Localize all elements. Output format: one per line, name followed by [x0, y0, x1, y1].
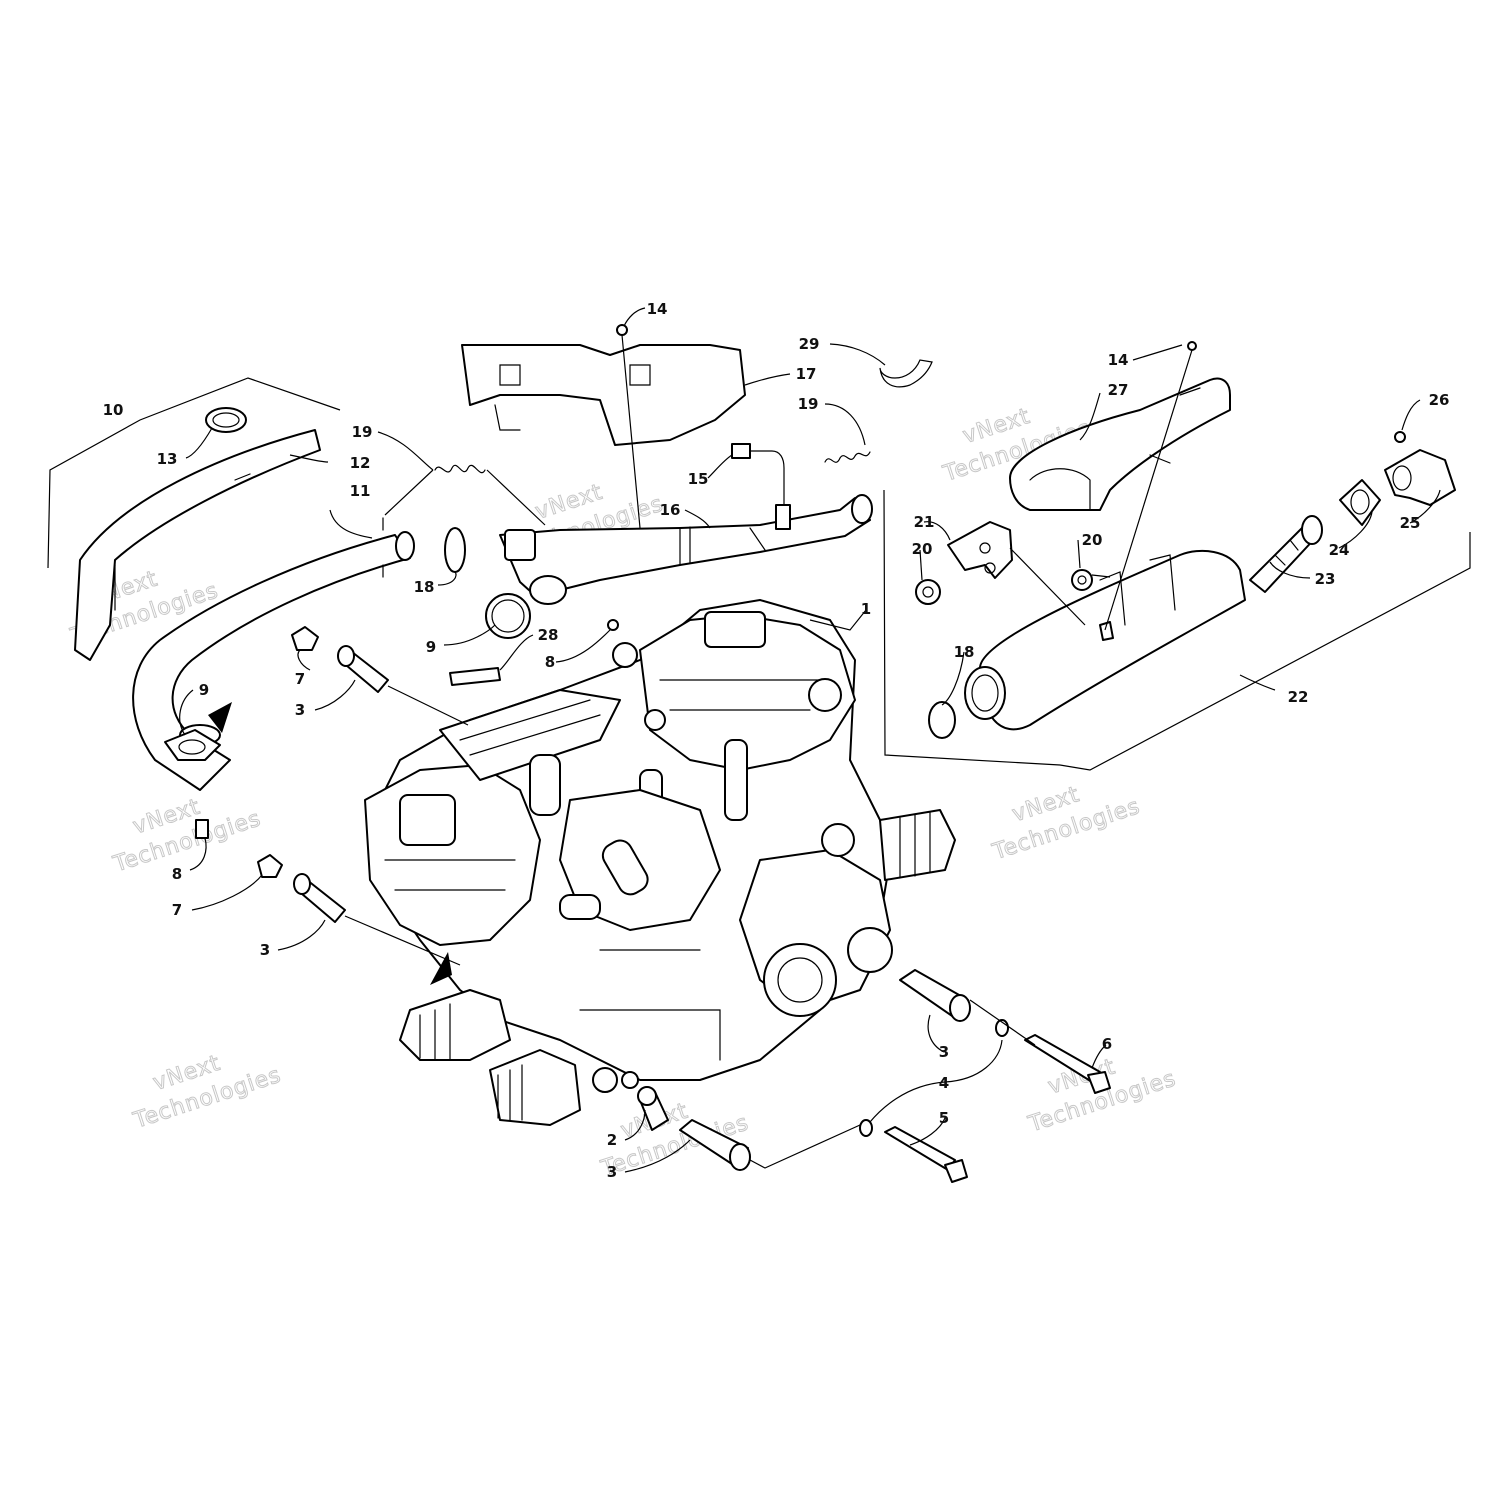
- engine-assembly: [208, 599, 956, 1126]
- retaining-clip: [879, 359, 933, 388]
- washer-bottom: [859, 1119, 873, 1137]
- callout-20-right: 20: [1082, 531, 1103, 549]
- callout-8-upper: 8: [545, 653, 555, 671]
- mount-bolt-5: [884, 1126, 968, 1183]
- callout-11: 11: [350, 482, 371, 500]
- callout-17: 17: [796, 365, 817, 383]
- grommet-left: [915, 579, 941, 605]
- callout-15: 15: [688, 470, 709, 488]
- muffler-bracket: [947, 521, 1013, 579]
- engine-mount-upper: [337, 645, 389, 693]
- callout-12: 12: [350, 454, 371, 472]
- bolt-14-top: [616, 324, 628, 336]
- mount-nut-lower: [257, 854, 283, 878]
- callout-5: 5: [939, 1109, 949, 1127]
- callout-24: 24: [1329, 541, 1350, 559]
- hose-clamp: [205, 407, 247, 433]
- direction-arrow-upper: [208, 702, 232, 733]
- watermark-7: vNext Technologies: [129, 1050, 285, 1134]
- callout-20-left: 20: [912, 540, 933, 558]
- callout-28: 28: [538, 626, 559, 644]
- callout-2: 2: [607, 1131, 617, 1149]
- callout-18-left: 18: [414, 578, 435, 596]
- callout-19-left: 19: [352, 423, 373, 441]
- callout-22: 22: [1288, 688, 1309, 706]
- callout-7-lower: 7: [172, 901, 182, 919]
- bolt-8-upper: [607, 619, 619, 631]
- tailpipe-outlet: [1384, 449, 1456, 506]
- muffler: [964, 549, 1246, 731]
- callout-25: 25: [1400, 514, 1421, 532]
- callout-16: 16: [660, 501, 681, 519]
- watermark-4: vNext Technologies: [109, 794, 265, 878]
- engine-mount-bottom: [679, 1119, 751, 1171]
- callout-3-front: 3: [260, 941, 270, 959]
- callout-13: 13: [157, 450, 178, 468]
- flange-gasket-9b: [164, 724, 221, 761]
- header-pipe: [132, 517, 415, 791]
- muffler-heat-shield: [1009, 377, 1231, 511]
- callout-9-upper: 9: [426, 638, 436, 656]
- header-heat-shield: [74, 429, 321, 661]
- callout-29: 29: [799, 335, 820, 353]
- bushing: [637, 1086, 669, 1131]
- callout-4: 4: [939, 1074, 949, 1092]
- callout-1: 1: [861, 600, 871, 618]
- callout-9-lower: 9: [199, 681, 209, 699]
- leader-lines: [47, 307, 1471, 1173]
- bolt-8-lower: [195, 819, 209, 839]
- callout-14-top: 14: [647, 300, 668, 318]
- callout-6: 6: [1102, 1035, 1112, 1053]
- mount-bolt-6: [1024, 1034, 1111, 1094]
- bolt-26: [1394, 431, 1406, 443]
- tailpipe-gasket: [1339, 479, 1381, 526]
- spring-right: [824, 451, 871, 463]
- callout-7-upper: 7: [295, 670, 305, 688]
- callout-3-bottom: 3: [607, 1163, 617, 1181]
- callout-3-upper: 3: [295, 701, 305, 719]
- callout-19-right: 19: [798, 395, 819, 413]
- callout-3-rear: 3: [939, 1043, 949, 1061]
- watermark-6: vNext Technologies: [989, 782, 1145, 866]
- direction-arrow-lower: [430, 952, 452, 985]
- warning-label: [449, 667, 501, 686]
- header-gasket: [444, 527, 466, 573]
- grommet-right: [1071, 569, 1093, 591]
- callout-10: 10: [103, 401, 124, 419]
- callout-21: 21: [914, 513, 935, 531]
- muffler-gasket: [928, 701, 956, 739]
- mid-pipe-heat-shield: [461, 344, 746, 446]
- callout-14-right: 14: [1108, 351, 1129, 369]
- spring-left: [434, 464, 486, 474]
- o2-sensor: [731, 443, 791, 530]
- callouts: 1 2 3 3 3 3 4 5 6 7 7 8 8 9 9 10 11 12 1…: [103, 300, 1450, 1181]
- callout-8-lower: 8: [172, 865, 182, 883]
- engine-mount-front: [293, 873, 346, 923]
- flange-gasket-9a: [485, 593, 531, 639]
- spark-arrestor: [1249, 515, 1323, 593]
- engine-mount-rear: [899, 969, 971, 1022]
- mount-nut-upper: [291, 626, 319, 651]
- bolt-14-right: [1187, 341, 1197, 351]
- callout-18-right: 18: [954, 643, 975, 661]
- callout-26: 26: [1429, 391, 1450, 409]
- callout-27: 27: [1108, 381, 1129, 399]
- callout-23: 23: [1315, 570, 1336, 588]
